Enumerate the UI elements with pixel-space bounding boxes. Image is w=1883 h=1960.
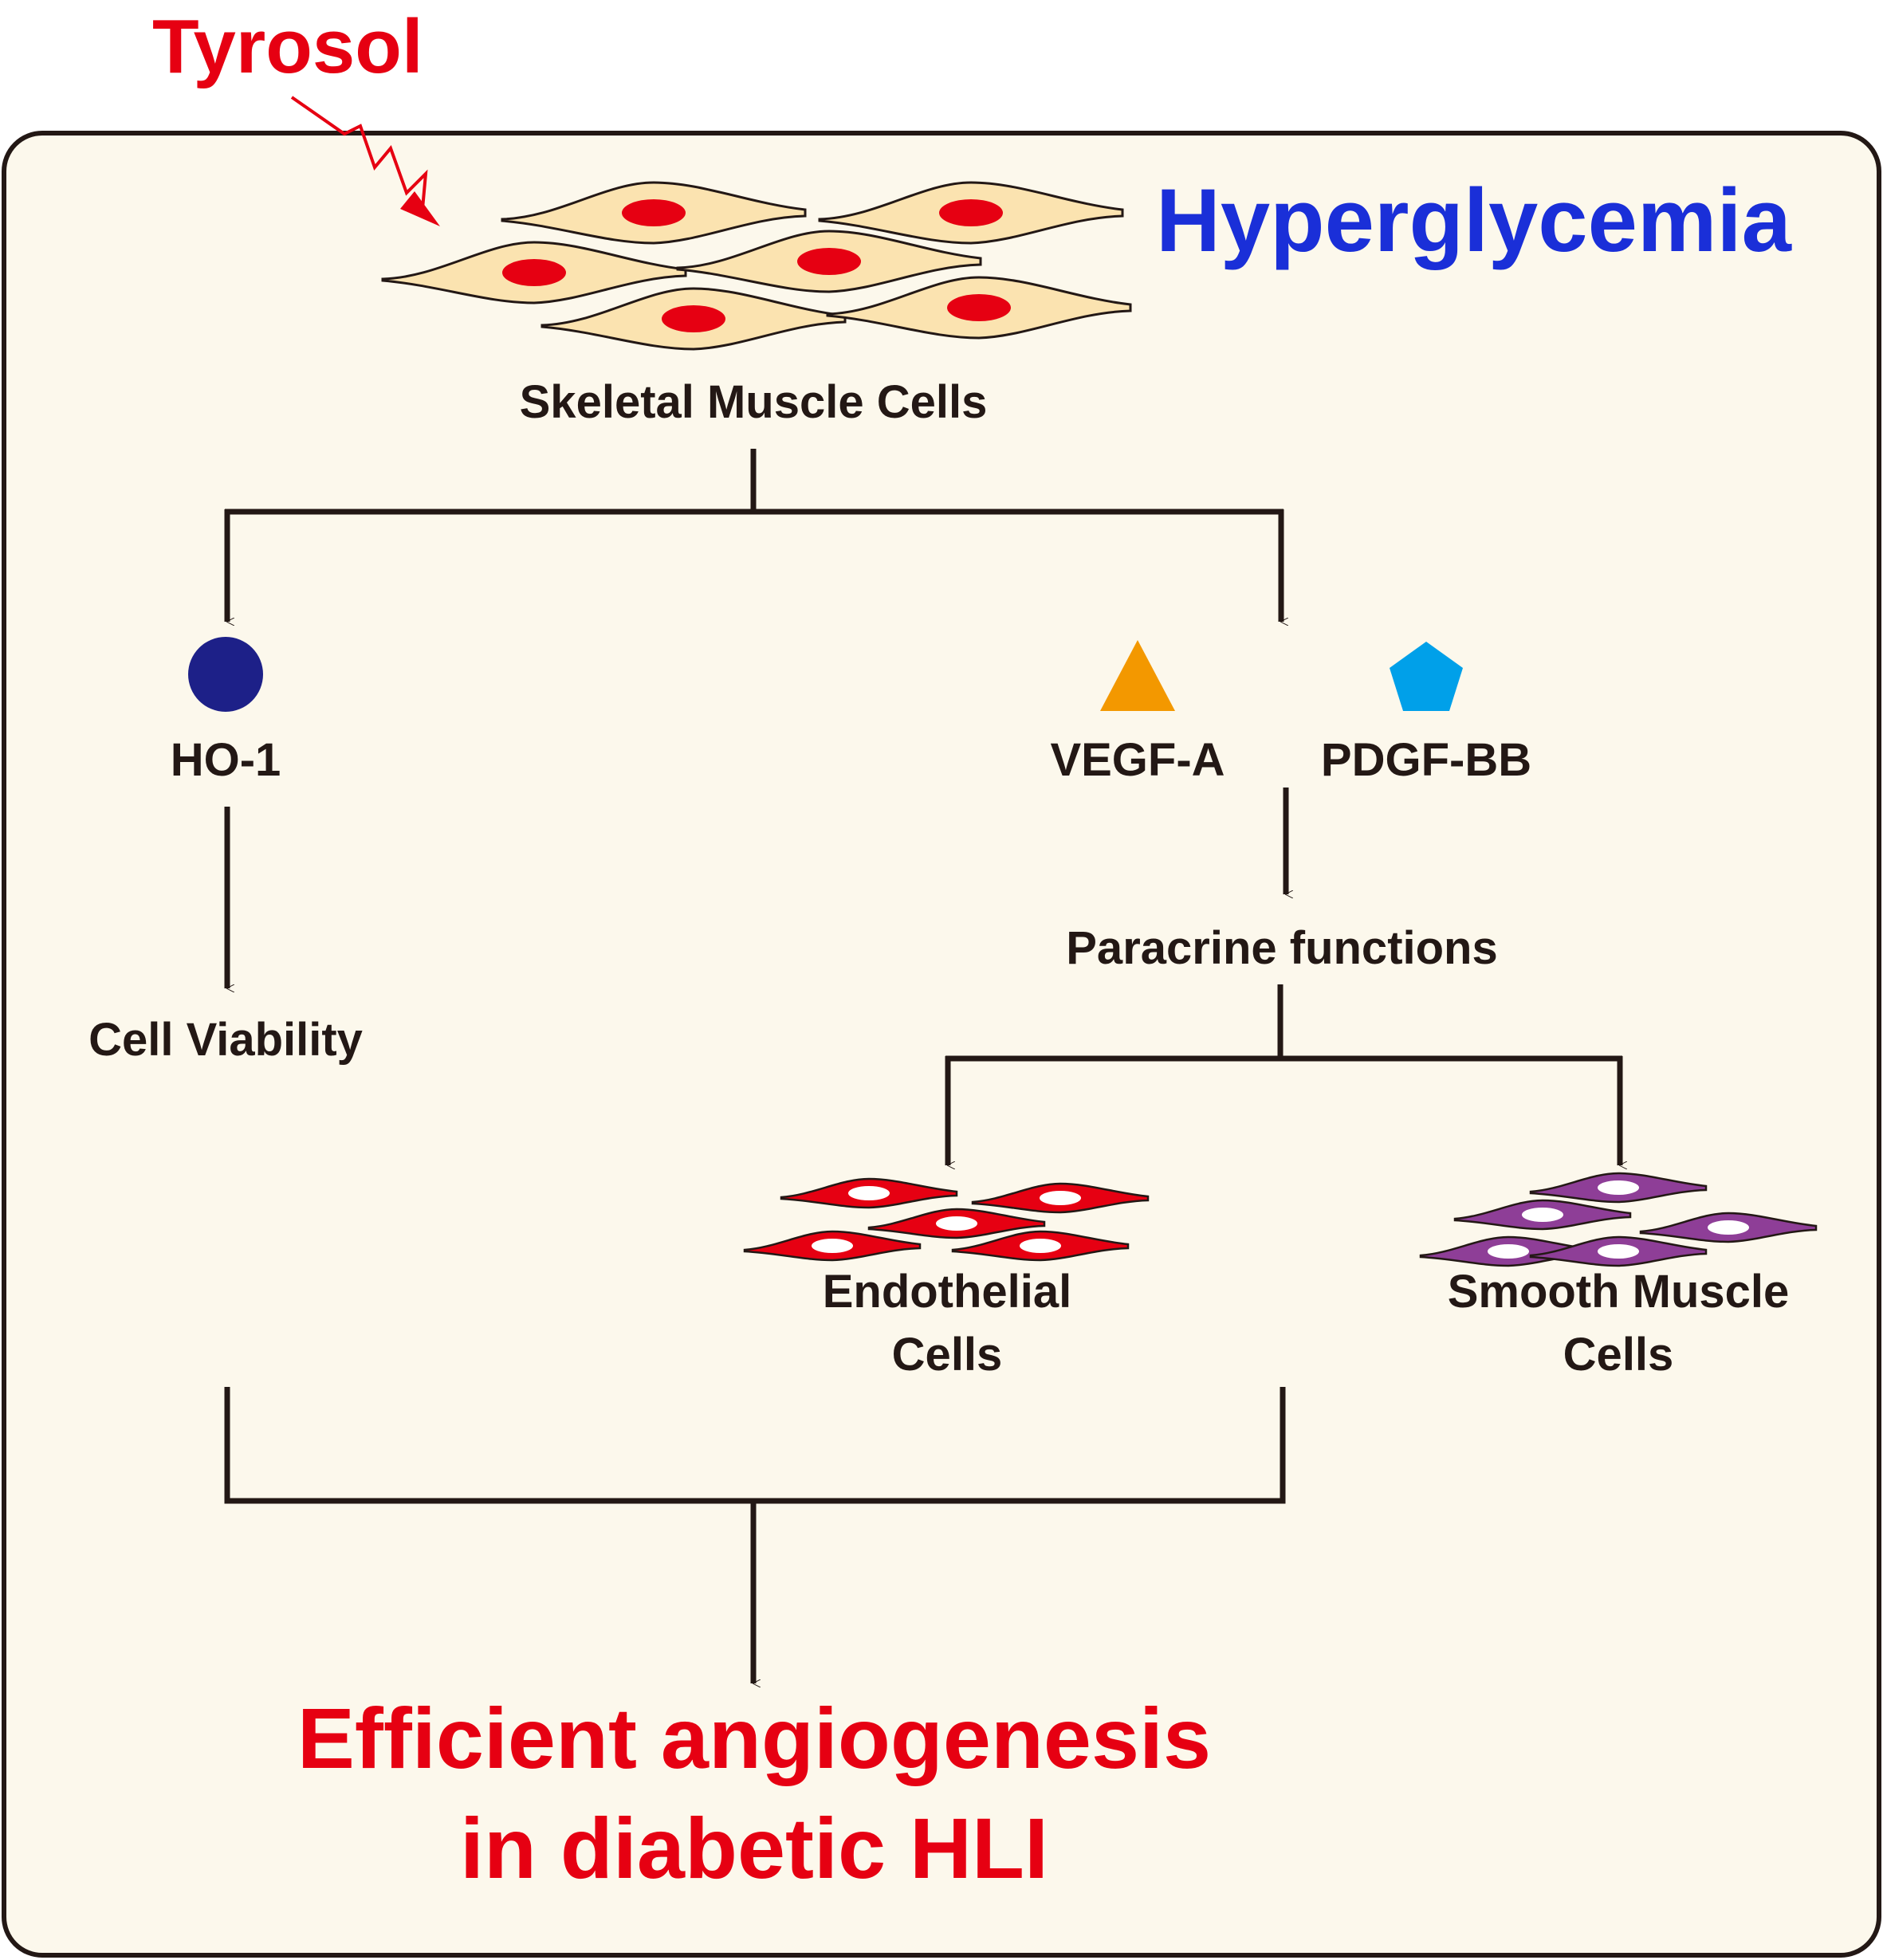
endothelial-label-line1: Endothelial [823,1266,1072,1318]
vegf-triangle-icon [1100,640,1175,711]
vegf-label: VEGF-A [1050,734,1225,786]
paracrine-label: Paracrine functions [1066,922,1497,974]
drug-label: Tyrosol [152,4,423,89]
ho1-circle-icon [188,637,263,712]
cell-viability-label: Cell Viability [88,1014,363,1066]
pdgf-label: PDGF-BB [1321,734,1531,786]
tyrosol-zigzag-arrow [290,96,440,226]
connector-lines [224,449,1622,1683]
condition-label: Hyperglycemia [1156,171,1792,270]
smooth-muscle-label-line1: Smooth Muscle [1448,1266,1790,1318]
outcome-label-line2: in diabetic HLI [460,1800,1048,1896]
source-cells-label: Skeletal Muscle Cells [520,376,988,428]
smooth-muscle-label-line2: Cells [1563,1329,1674,1381]
ho1-label: HO-1 [171,734,281,786]
endothelial-label-line2: Cells [892,1329,1003,1381]
pdgf-pentagon-icon [1390,642,1463,711]
outcome-label-line1: Efficient angiogenesis [297,1690,1211,1786]
